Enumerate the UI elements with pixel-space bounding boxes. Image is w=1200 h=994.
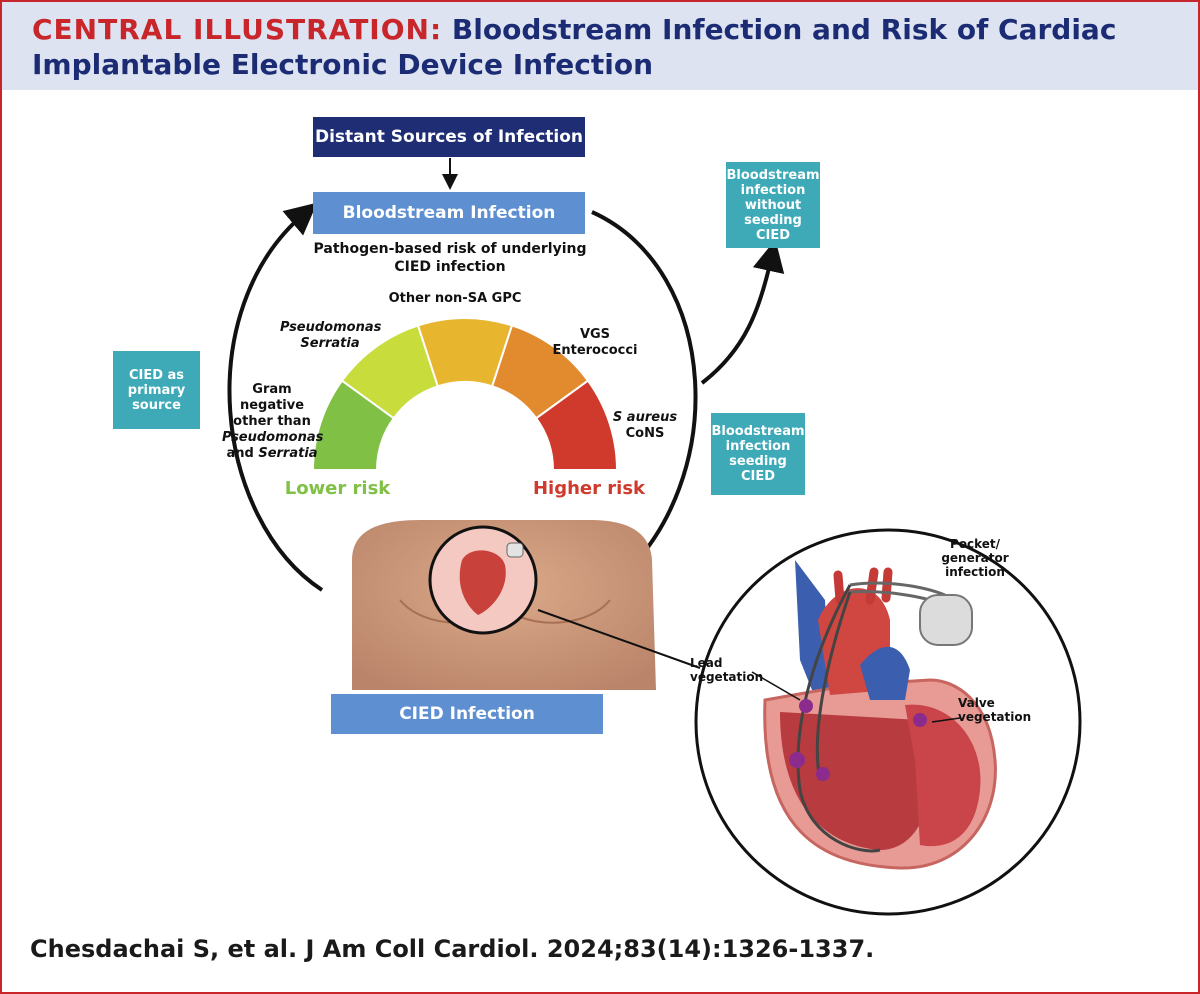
lead-line-1: Lead xyxy=(690,656,723,670)
gram-line-4: Pseudomonas xyxy=(222,430,324,445)
label-s-aureus: S aureus CoNS xyxy=(605,410,685,442)
zoom-connector xyxy=(537,609,701,669)
lower-risk-label: Lower risk xyxy=(284,478,391,499)
cied-infection-box: CIED Infection xyxy=(331,694,603,734)
pocket-line-1: Pocket/ xyxy=(949,537,1001,551)
arrow-bsi-seeding xyxy=(591,210,698,591)
pseud-line-2: Serratia xyxy=(300,336,360,351)
gram-line-5: and xyxy=(226,446,254,461)
gram-line-1: Gram xyxy=(252,382,292,397)
higher-risk-label: Higher risk xyxy=(532,478,646,499)
arrow-bsi-without-seeding xyxy=(700,239,785,385)
sa-line-1: S aureus xyxy=(612,410,678,425)
gauge-heading: Pathogen-based risk of underlying CIED i… xyxy=(313,241,587,275)
pocket-infection-label: Pocket/ generator infection xyxy=(935,537,1015,579)
gram-line-6: Serratia xyxy=(258,446,318,461)
valve-line-2: vegetation xyxy=(958,710,1032,724)
pocket-line-3: infection xyxy=(945,565,1005,579)
risk-gauge xyxy=(311,316,619,471)
lead-vegetation-label: Lead vegetation xyxy=(690,656,764,684)
gauge-segment-s-aureus xyxy=(534,379,619,471)
citation: Chesdachai S, et al. J Am Coll Cardiol. … xyxy=(30,935,875,963)
heart-zoom-illustration xyxy=(694,528,1082,916)
header-band: CENTRAL ILLUSTRATION: Bloodstream Infect… xyxy=(2,2,1198,90)
vgs-line-1: VGS xyxy=(579,327,611,342)
label-gram-negative: Gram negative other than Pseudomonas and… xyxy=(222,382,324,462)
title-lead: CENTRAL ILLUSTRATION: xyxy=(32,13,443,46)
gram-line-2: negative xyxy=(239,398,305,413)
title-rest: Bloodstream Infection and Risk of Cardia… xyxy=(32,13,1117,81)
pseud-line-1: Pseudomonas xyxy=(280,320,382,335)
cied-primary-source-box: CIED as primary source xyxy=(113,351,200,429)
gram-line-3: other than xyxy=(233,414,311,429)
label-other-non-sa-gpc: Other non-SA GPC xyxy=(388,291,522,306)
valve-vegetation-label: Valve vegetation xyxy=(958,696,1038,724)
bsi-seeding-box: Bloodstream infection seeding CIED xyxy=(711,413,805,495)
pocket-line-2: generator xyxy=(941,551,1009,565)
vgs-line-2: Enterococci xyxy=(552,343,638,358)
bloodstream-infection-box: Bloodstream Infection xyxy=(313,192,585,234)
sa-line-2: CoNS xyxy=(625,426,665,441)
bsi-without-seeding-box: Bloodstream infection without seeding CI… xyxy=(726,162,820,248)
valve-line-1: Valve xyxy=(958,696,995,710)
distant-sources-box: Distant Sources of Infection xyxy=(313,117,585,157)
label-pseudomonas: Pseudomonas Serratia xyxy=(280,320,382,352)
lead-line-2: vegetation xyxy=(690,670,764,684)
torso-illustration xyxy=(352,520,656,690)
label-vgs: VGS Enterococci xyxy=(545,327,645,359)
figure-title: CENTRAL ILLUSTRATION: Bloodstream Infect… xyxy=(32,12,1172,82)
arrow-cied-primary-source xyxy=(227,202,324,592)
